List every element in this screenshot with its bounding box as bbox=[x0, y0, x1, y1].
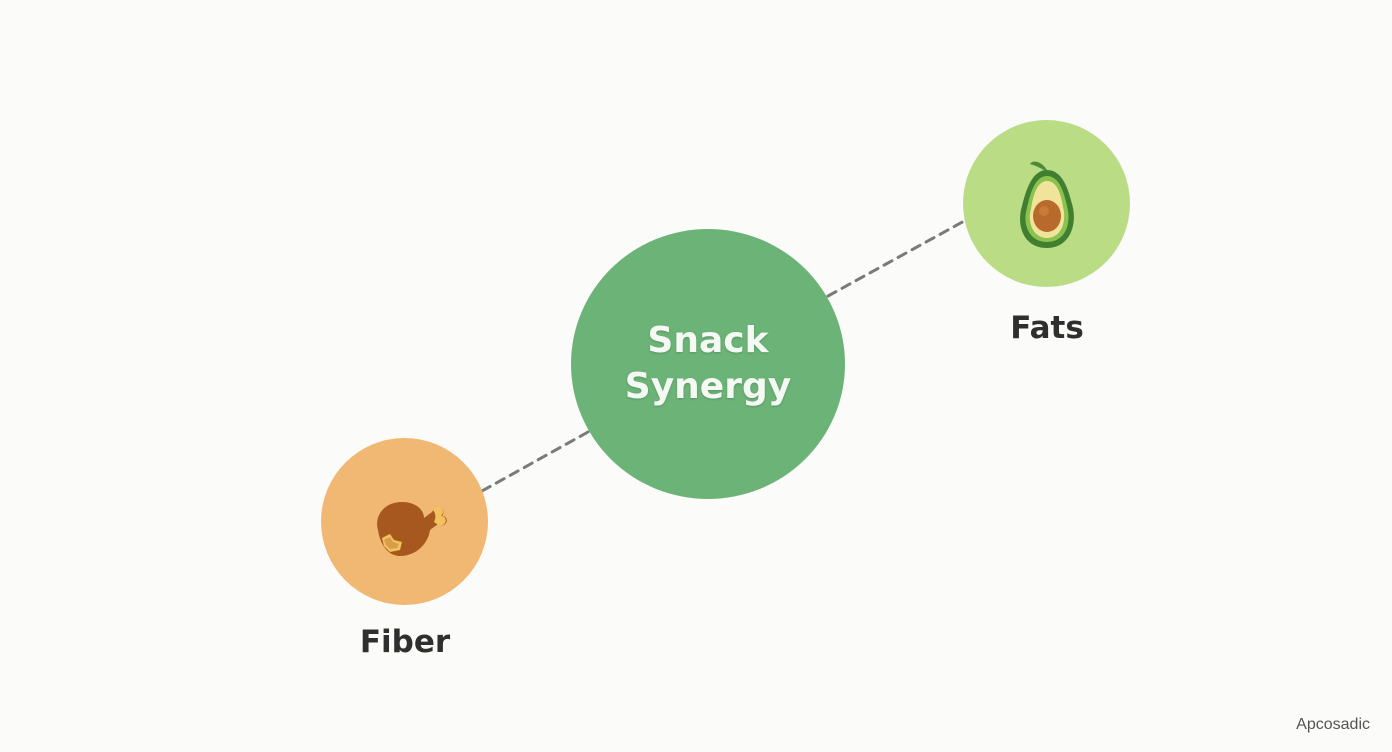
connector-center-to-fats bbox=[826, 218, 968, 298]
connector-center-to-fiber bbox=[480, 430, 590, 493]
fats-node bbox=[963, 120, 1130, 287]
center-node: Snack Synergy bbox=[571, 229, 845, 499]
watermark-text: Apcosadic bbox=[1296, 716, 1370, 733]
center-title-line1: Snack bbox=[647, 320, 769, 361]
fiber-node bbox=[321, 438, 488, 605]
fiber-label: Fiber bbox=[359, 624, 451, 660]
chicken-leg-icon bbox=[376, 501, 447, 556]
center-title: Snack Synergy bbox=[598, 318, 818, 410]
avocado-icon bbox=[1019, 161, 1074, 248]
fats-label: Fats bbox=[1010, 310, 1084, 346]
center-title-line2: Synergy bbox=[624, 366, 792, 407]
